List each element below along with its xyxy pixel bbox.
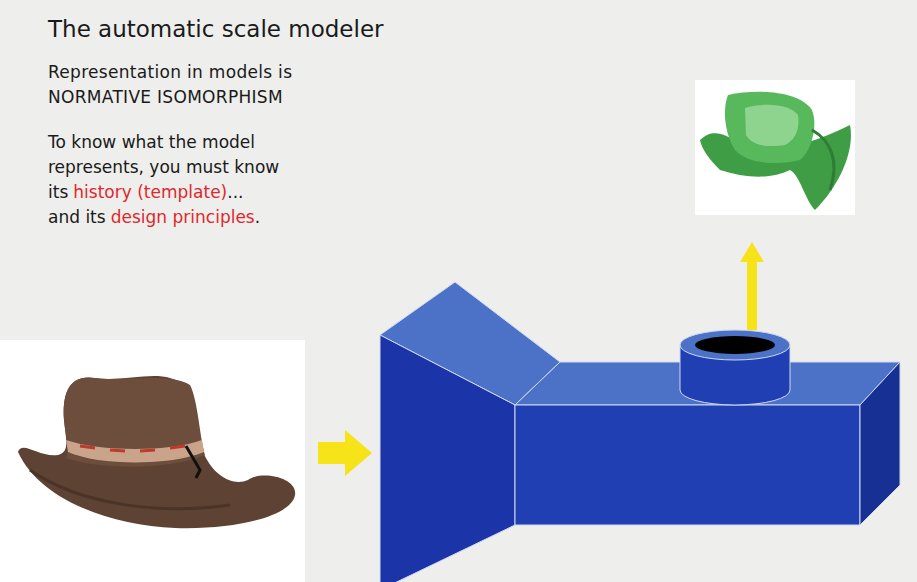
model-hat bbox=[700, 92, 851, 210]
statement: Representation in models is NORMATIVE IS… bbox=[48, 60, 348, 110]
photo-frame bbox=[695, 80, 855, 215]
explanation: To know what the model represents, you m… bbox=[48, 130, 328, 230]
body-text: . bbox=[255, 207, 260, 227]
highlight-text: design principles bbox=[111, 207, 255, 227]
cowboy-hat bbox=[18, 376, 295, 528]
input-arrow bbox=[318, 430, 372, 476]
body-text: and its bbox=[48, 207, 106, 227]
scale-modeler-machine bbox=[380, 282, 900, 582]
photo-frame bbox=[0, 340, 305, 582]
output-arrow bbox=[740, 242, 764, 330]
highlight-text: history (template) bbox=[73, 182, 227, 202]
title: The automatic scale modeler bbox=[48, 16, 384, 42]
body-text: ... bbox=[227, 182, 243, 202]
